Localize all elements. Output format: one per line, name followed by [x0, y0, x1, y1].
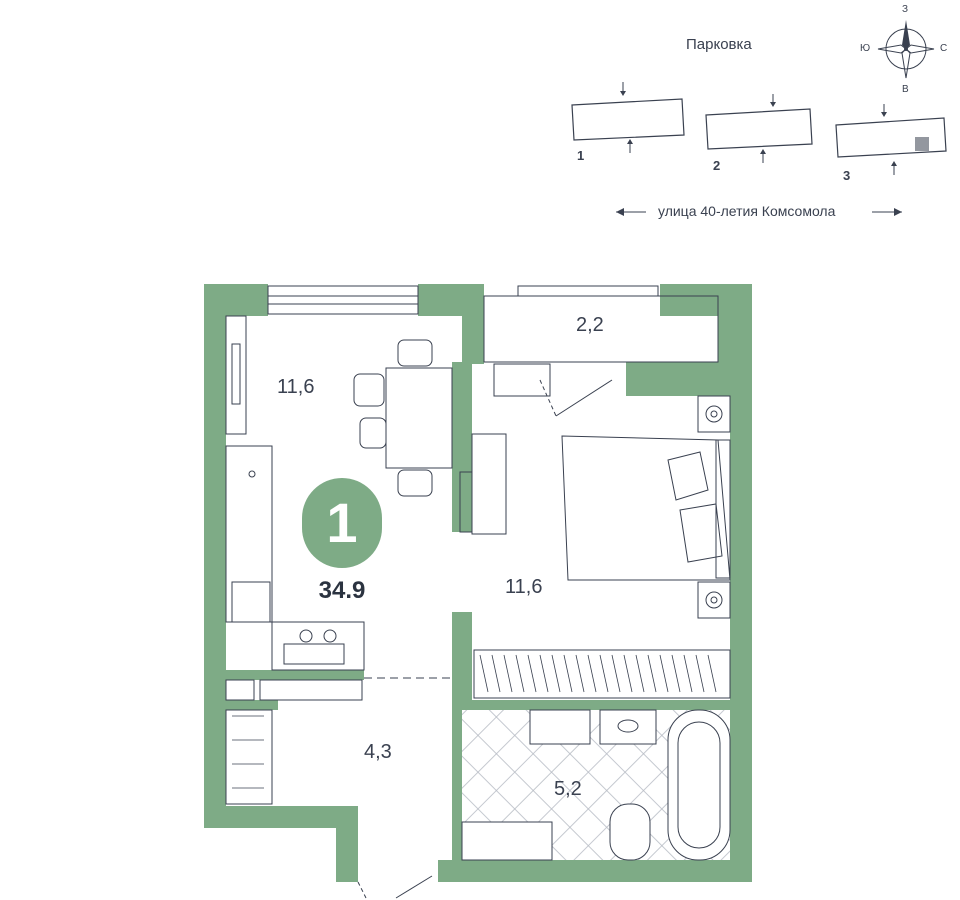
- total-area: 34.9: [318, 577, 366, 604]
- bedroom-furniture: [459, 395, 731, 699]
- street-label: улица 40-летия Комсомола: [658, 203, 836, 219]
- compass-south-letter: В: [902, 84, 909, 95]
- site-plan-graphics: [571, 82, 947, 216]
- room-area-hallway: 4,3: [364, 741, 392, 763]
- building-2-number: 2: [713, 158, 721, 173]
- rooms-count-badge: 1: [302, 478, 382, 568]
- balcony-outline: [483, 295, 719, 363]
- room-area-bedroom: 11,6: [505, 576, 543, 598]
- windows: [267, 285, 659, 315]
- walls: [204, 284, 752, 882]
- building-3-outline: [835, 104, 947, 175]
- compass-west-letter: Ю: [860, 43, 871, 54]
- kitchen-furniture: [225, 315, 453, 805]
- parking-label: Парковка: [686, 36, 752, 53]
- building-1-outline: [571, 82, 685, 153]
- compass-north-letter: З: [902, 4, 909, 15]
- building-3-number: 3: [843, 168, 851, 183]
- compass-east-letter: С: [940, 43, 948, 54]
- room-area-balcony: 2,2: [576, 314, 604, 336]
- room-area-bathroom: 5,2: [554, 778, 582, 800]
- building-1-number: 1: [577, 148, 585, 163]
- street-arrows: [616, 208, 902, 216]
- wardrobe-hangers: [232, 654, 717, 789]
- room-area-kitchen-living: 11,6: [277, 376, 315, 398]
- doors: [357, 363, 613, 899]
- compass-icon: [877, 20, 935, 79]
- building-2-outline: [705, 94, 813, 163]
- bathroom-fixtures: [461, 709, 731, 861]
